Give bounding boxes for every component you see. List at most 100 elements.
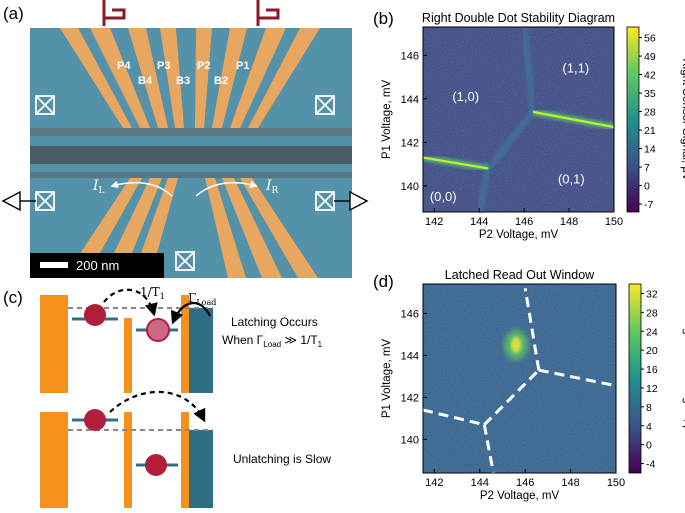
reservoir — [189, 430, 213, 508]
faint-transition-line — [520, 26, 537, 113]
top-gates — [60, 28, 320, 128]
x-tick-label: 146 — [516, 477, 534, 489]
colorbar-tick-label: 49 — [644, 51, 656, 63]
y-tick-label: 146 — [401, 308, 419, 320]
gate-label-p2: P2 — [197, 60, 210, 72]
chart-title: Latched Read Out Window — [445, 268, 595, 282]
energy-diagram-top: 1/T1 ΓLoad Latching Occurs When ΓLoad ≫ … — [40, 285, 323, 393]
chart-title: Right Double Dot Stability Diagram — [422, 11, 615, 25]
right-contact-icon — [349, 190, 369, 212]
right-barrier — [181, 412, 189, 508]
unlatch-arrow — [109, 390, 206, 423]
latched-signal — [511, 336, 522, 353]
x-tick-label: 148 — [560, 216, 578, 228]
panel-label-d: (d) — [373, 272, 394, 291]
middle-barrier — [124, 412, 132, 508]
reservoir — [189, 308, 213, 393]
latching-caption-line2: When ΓLoad ≫ 1/T1 — [222, 333, 323, 349]
y-axis-label: P1 Voltage, mV — [381, 339, 393, 419]
side-contacts — [1, 190, 369, 212]
colorbar-tick-label: 12 — [646, 383, 658, 395]
gate-label-p4: P4 — [117, 60, 131, 72]
gate-label-b2: B2 — [214, 75, 228, 87]
colorbar-tick-label: 24 — [646, 326, 658, 338]
gate-label-p1: P1 — [236, 60, 249, 72]
colorbar — [628, 283, 642, 474]
unlatching-caption: Unlatching is Slow — [233, 452, 331, 466]
current-right-label: IR — [265, 178, 279, 196]
transition-line — [422, 156, 489, 170]
x-tick-label: 146 — [515, 216, 533, 228]
current-left-label: IL — [92, 178, 105, 196]
electron-icon — [84, 304, 106, 326]
dashed-transition-line — [538, 368, 612, 387]
charge-state-label: (1,0) — [452, 89, 479, 104]
dashed-transition-line — [483, 369, 540, 426]
energy-diagram-bottom: Unlatching is Slow — [40, 390, 331, 508]
colorbar-tick-label: 7 — [644, 162, 650, 174]
transition-line — [532, 110, 615, 129]
charge-state-label: (1,1) — [562, 61, 589, 76]
electron-loaded-icon — [146, 318, 170, 342]
colorbar-tick-label: 20 — [646, 345, 658, 357]
colorbar-tick-label: 0 — [644, 181, 650, 193]
charge-state-label: (0,0) — [430, 189, 457, 204]
y-tick-label: 140 — [401, 181, 419, 193]
right-barrier — [181, 295, 189, 393]
gate-label-p3: P3 — [157, 60, 170, 72]
colorbar-tick-label: 4 — [646, 421, 652, 433]
panel-label-b: (b) — [373, 9, 394, 28]
colorbar-tick-label: 32 — [646, 288, 658, 300]
colorbar — [626, 26, 640, 213]
y-tick-label: 146 — [401, 50, 419, 62]
panel-label-c: (c) — [3, 288, 23, 307]
device-image: P4 P3 P2 P1 B4 B3 B2 IL IR 200 nm — [1, 0, 369, 278]
x-tick-label: 144 — [471, 477, 489, 489]
colorbar-tick-label: 42 — [644, 70, 656, 82]
gate-label-b4: B4 — [138, 75, 153, 87]
gate-label-b3: B3 — [176, 75, 190, 87]
x-tick-label: 142 — [425, 477, 443, 489]
current-left-arrow — [110, 180, 173, 197]
top-leads — [102, 0, 280, 26]
latching-caption-line1: Latching Occurs — [231, 315, 318, 329]
colorbar-tick-label: 14 — [644, 144, 656, 156]
middle-barrier — [124, 318, 132, 393]
y-tick-label: 142 — [401, 137, 419, 149]
dashed-transition-line — [523, 287, 541, 371]
accumulation-strip — [30, 146, 352, 164]
colorbar-tick-label: 35 — [644, 88, 656, 100]
left-barrier — [40, 295, 68, 393]
plot-frame — [422, 283, 617, 474]
dashed-transition-line — [422, 408, 485, 427]
load-rate-label: ΓLoad — [188, 291, 216, 307]
charge-state-label: (0,1) — [558, 172, 585, 187]
colorbar-label: Right Sensor Signal, μV — [680, 58, 685, 181]
y-tick-label: 144 — [401, 350, 419, 362]
load-arrow — [170, 301, 211, 325]
left-contact-icon — [1, 190, 21, 212]
tunnel-arrow — [103, 288, 158, 317]
x-tick-label: 150 — [607, 477, 625, 489]
electron-icon — [145, 454, 167, 476]
colorbar-tick-label: 28 — [646, 307, 658, 319]
x-tick-label: 148 — [561, 477, 579, 489]
left-barrier — [40, 412, 68, 508]
x-axis-label: P2 Voltage, mV — [479, 229, 559, 241]
colorbar-tick-label: 28 — [644, 107, 656, 119]
x-tick-label: 144 — [470, 216, 488, 228]
faint-transition-line — [485, 109, 536, 171]
x-tick-label: 150 — [605, 216, 623, 228]
colorbar-tick-label: 21 — [644, 125, 656, 137]
colorbar-tick-label: 0 — [646, 440, 652, 452]
colorbar-tick-label: 8 — [646, 402, 652, 414]
colorbar-tick-label: 16 — [646, 364, 658, 376]
y-tick-label: 142 — [401, 392, 419, 404]
scale-bar-label: 200 nm — [76, 258, 119, 273]
colorbar-tick-label: -7 — [644, 199, 653, 211]
dashed-transition-line — [482, 424, 495, 474]
faint-transition-line — [475, 167, 492, 213]
